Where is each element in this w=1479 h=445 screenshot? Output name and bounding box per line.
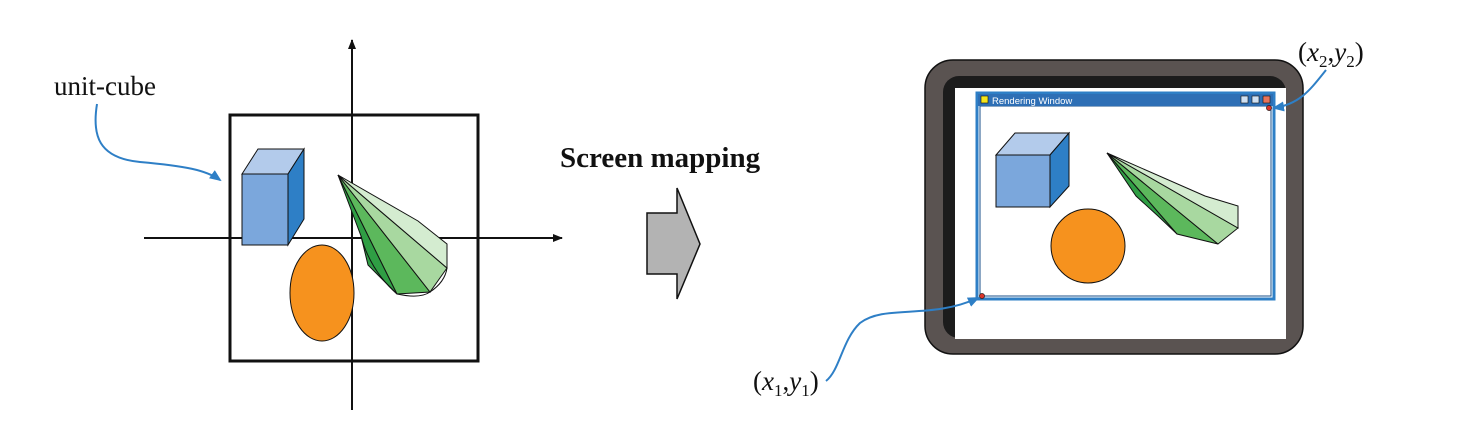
orange-ellipse	[289, 244, 355, 342]
box-shape	[241, 147, 305, 247]
corner-min-callout-arrow	[825, 297, 980, 382]
box-front-face	[241, 173, 289, 246]
unit-cube-scene: unit-cube	[54, 39, 563, 410]
monitor: Rendering Window	[924, 59, 1304, 355]
rendering-window[interactable]: Rendering Window	[975, 91, 1276, 301]
cone-shape	[337, 174, 448, 297]
corner-min-label: (x1,y1)	[753, 366, 819, 400]
window-app-icon	[980, 95, 989, 104]
corner-max-callout-arrow	[1272, 69, 1327, 112]
window-orange-circle	[1050, 208, 1126, 284]
corner-max-label: (x2,y2)	[1298, 37, 1364, 71]
window-box-shape	[994, 131, 1071, 209]
corner-max-marker	[1266, 105, 1272, 111]
close-button[interactable]	[1262, 95, 1271, 104]
window-cone-shape	[1106, 152, 1239, 245]
corner-min-marker	[979, 293, 985, 299]
unit-cube-callout-arrow	[94, 103, 222, 182]
unit-cube-label: unit-cube	[54, 71, 156, 101]
maximize-button[interactable]	[1251, 95, 1260, 104]
window-titlebar	[978, 94, 1273, 106]
window-title: Rendering Window	[992, 96, 1072, 107]
mapping-arrow	[646, 187, 701, 300]
minimize-button[interactable]	[1240, 95, 1249, 104]
screen-mapping-label: Screen mapping	[560, 142, 761, 174]
